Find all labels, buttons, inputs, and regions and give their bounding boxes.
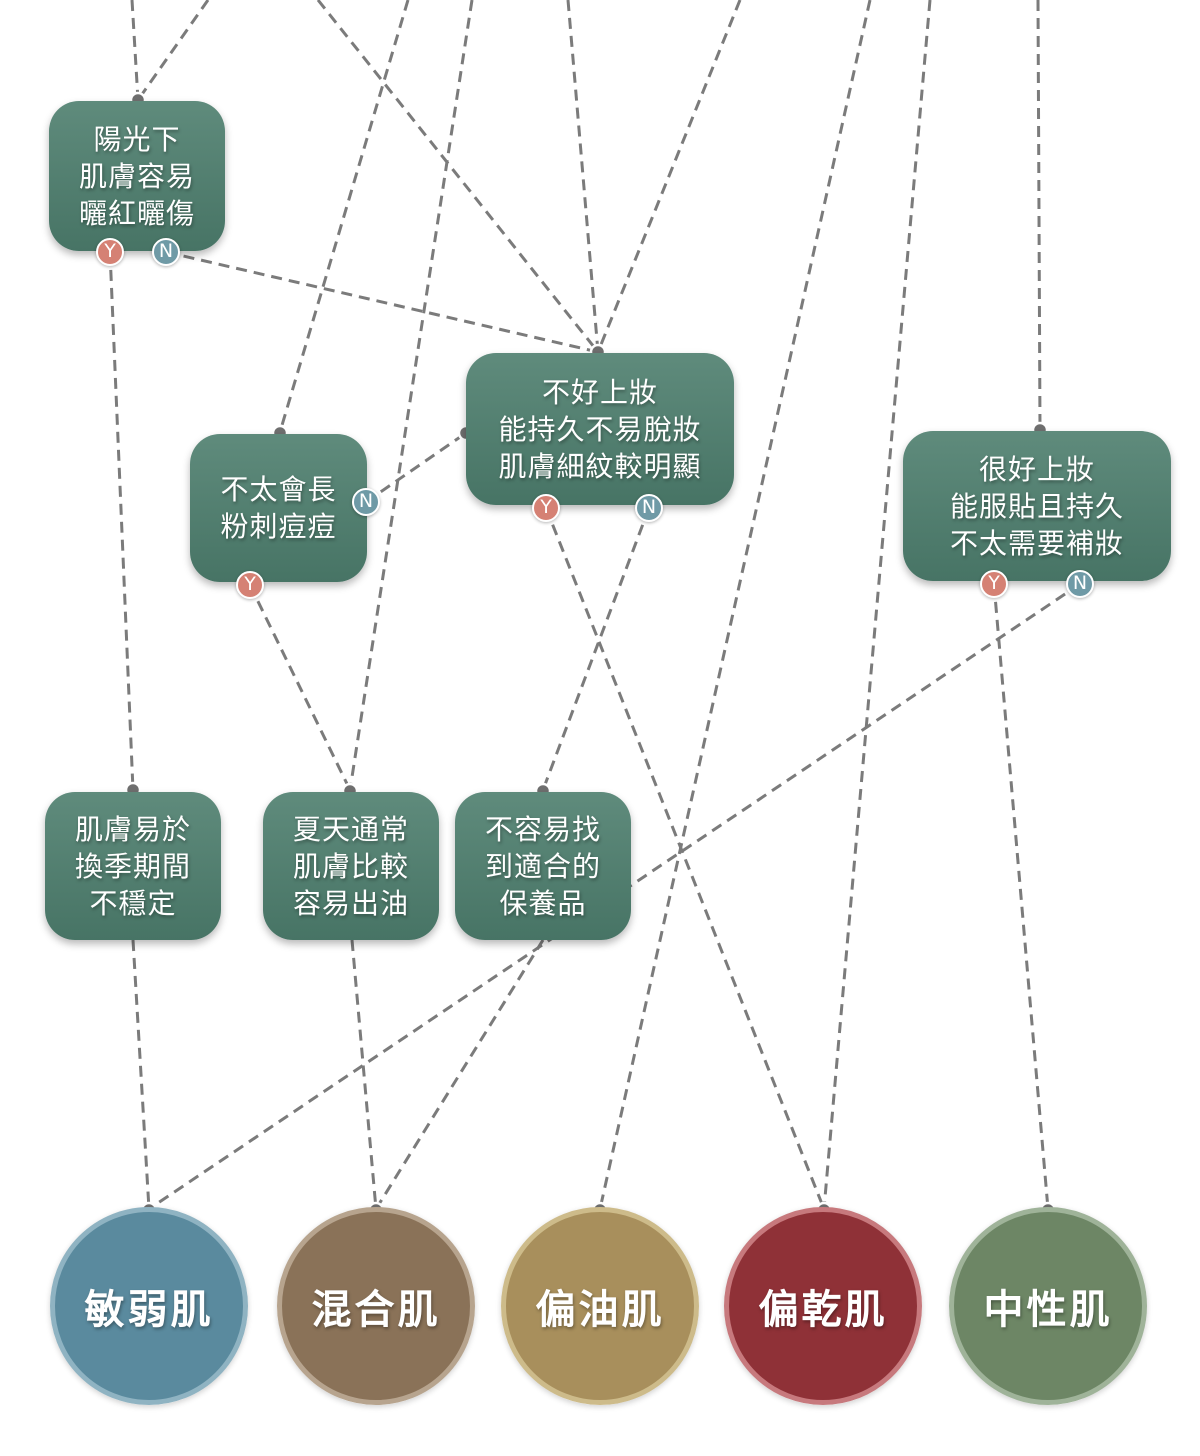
connector-top-to-acne bbox=[278, 0, 410, 433]
question-box-products: 不容易找 到適合的 保養品 bbox=[455, 792, 631, 940]
question-line: 不好上妝 bbox=[541, 375, 658, 409]
question-box-acne: 不太會長 粉刺痘痘 bbox=[190, 434, 367, 582]
no-badge: N bbox=[352, 488, 380, 516]
question-line: 粉刺痘痘 bbox=[220, 510, 337, 543]
yes-badge: Y bbox=[96, 238, 124, 266]
connector-makeup-n-to-products bbox=[541, 507, 651, 791]
question-line: 曬紅曬傷 bbox=[78, 196, 195, 230]
result-dry: 偏乾肌 bbox=[724, 1207, 922, 1405]
yes-badge: Y bbox=[980, 570, 1008, 598]
connector-top-to-dry bbox=[822, 0, 932, 1210]
result-normal: 中性肌 bbox=[949, 1207, 1147, 1405]
connector-summer-to-combination bbox=[350, 939, 378, 1210]
no-badge: N bbox=[152, 238, 180, 266]
result-sensitive: 敏弱肌 bbox=[50, 1207, 248, 1405]
connector-top-to-good-makeup bbox=[1036, 0, 1042, 431]
no-badge: N bbox=[635, 494, 663, 522]
yes-badge: Y bbox=[532, 494, 560, 522]
yes-badge: Y bbox=[236, 571, 264, 599]
connector-top-to-makeup bbox=[316, 0, 600, 353]
question-line: 肌膚比較 bbox=[292, 849, 409, 883]
connector-sun-n-to-makeup bbox=[165, 250, 599, 354]
question-line: 夏天通常 bbox=[292, 812, 409, 846]
question-line: 很好上妝 bbox=[978, 452, 1095, 486]
result-oily: 偏油肌 bbox=[501, 1207, 699, 1405]
connector-sun-y-to-season bbox=[108, 251, 135, 791]
connector-top-to-summer bbox=[348, 0, 474, 791]
question-line: 換季期間 bbox=[74, 849, 191, 883]
question-line: 不容易找 bbox=[484, 812, 601, 846]
question-line: 到適合的 bbox=[484, 849, 601, 883]
question-line: 肌膚容易 bbox=[78, 159, 195, 193]
question-line: 不穩定 bbox=[89, 886, 177, 920]
question-box-good-makeup: 很好上妝 能服貼且持久 不太需要補妝 bbox=[903, 431, 1171, 581]
question-line: 能持久不易脫妝 bbox=[498, 412, 702, 446]
dashed-connectors bbox=[108, 0, 1081, 1211]
question-line: 陽光下 bbox=[93, 122, 181, 156]
connector-top-to-oily bbox=[598, 0, 872, 1210]
question-box-makeup: 不好上妝 能持久不易脫妝 肌膚細紋較明顯 bbox=[466, 353, 734, 505]
question-line: 不太會長 bbox=[220, 473, 337, 506]
connector-good-makeup-y-to-normal bbox=[992, 583, 1050, 1210]
question-line: 能服貼且持久 bbox=[949, 489, 1124, 523]
question-box-summer: 夏天通常 肌膚比較 容易出油 bbox=[263, 792, 439, 940]
connector-products-to-combination bbox=[374, 939, 545, 1210]
result-combination: 混合肌 bbox=[277, 1207, 475, 1405]
question-line: 容易出油 bbox=[292, 886, 409, 920]
connector-top-to-sun-2 bbox=[136, 0, 210, 101]
question-line: 保養品 bbox=[499, 886, 587, 920]
question-line: 不太需要補妝 bbox=[949, 526, 1124, 560]
connector-acne-n-to-makeup bbox=[365, 431, 467, 504]
question-line: 肌膚細紋較明顯 bbox=[498, 449, 702, 483]
question-line: 肌膚易於 bbox=[74, 812, 191, 846]
connector-top-to-makeup-3 bbox=[596, 0, 742, 353]
connector-top-to-sun bbox=[130, 0, 140, 101]
question-box-sun: 陽光下 肌膚容易 曬紅曬傷 bbox=[49, 101, 225, 251]
no-badge: N bbox=[1066, 570, 1094, 598]
connector-top-to-makeup-2 bbox=[566, 0, 600, 353]
connector-season-to-sensitive bbox=[131, 939, 151, 1210]
connector-acne-y-to-summer bbox=[248, 584, 352, 791]
question-box-season: 肌膚易於 換季期間 不穩定 bbox=[45, 792, 221, 940]
